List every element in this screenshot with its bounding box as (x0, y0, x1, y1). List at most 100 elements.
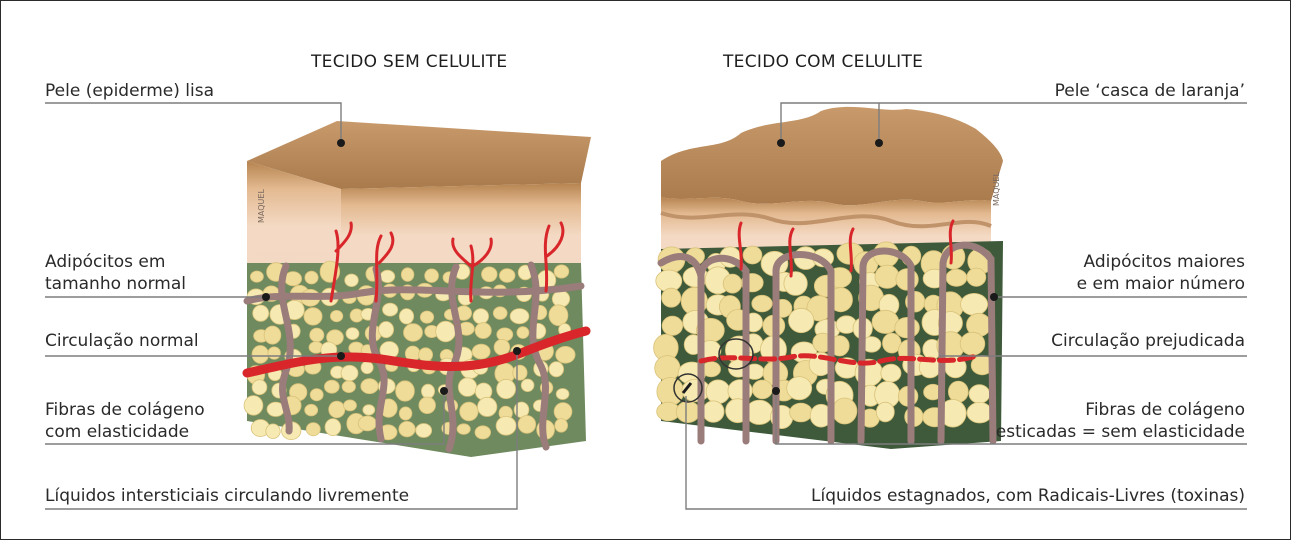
adipocyte-cell (969, 385, 990, 404)
adipocyte-cell (946, 269, 967, 286)
adipocyte-cell (875, 265, 899, 288)
adipocyte-cell (346, 328, 359, 340)
adipocyte-cell (790, 403, 813, 422)
adipocyte-cell (746, 400, 773, 424)
adipocyte-cell (416, 424, 432, 438)
adipocyte-cell (252, 346, 269, 364)
adipocyte-cell (264, 326, 281, 344)
adipocyte-cell (494, 339, 510, 355)
adipocyte-cell (457, 424, 470, 435)
adipocyte-cell (380, 270, 395, 282)
adipocyte-cell (948, 381, 968, 402)
adipocyte-cell (458, 378, 476, 397)
adipocyte-cell (789, 308, 814, 332)
adipocyte-cell (549, 305, 568, 326)
label-liquidos-livres: Líquidos intersticiais circulando livrem… (45, 485, 409, 507)
label-circulacao-normal: Circulação normal (45, 330, 199, 352)
adipocyte-cell (266, 424, 280, 439)
adipocyte-cell (784, 272, 807, 296)
adipocyte-cell (752, 295, 772, 312)
adipocyte-cell (361, 361, 373, 373)
adipocyte-cell (342, 381, 355, 393)
adipocyte-cell (250, 271, 263, 282)
adipocyte-cell (421, 384, 434, 398)
adipocyte-cell (493, 307, 507, 320)
adipocyte-cell (510, 309, 529, 324)
adipocyte-cell (253, 305, 269, 321)
label-adipocitos-normal-line1: Adipócitos em (45, 251, 165, 273)
right-signature: MAQUEL (992, 172, 1001, 206)
label-fibras-esticadas-line2: esticadas = sem elasticidade (996, 421, 1245, 443)
adipocyte-cell (404, 324, 423, 342)
adipocyte-cell (655, 356, 680, 381)
adipocyte-cell (554, 265, 569, 278)
left-title: TECIDO SEM CELULITE (311, 51, 507, 73)
label-liquidos-estagnados: Líquidos estagnados, com Radicais-Livres… (811, 485, 1245, 507)
adipocyte-cell (475, 426, 491, 439)
adipocyte-cell (475, 323, 491, 339)
adipocyte-cell (706, 380, 730, 404)
adipocyte-cell (723, 274, 742, 293)
adipocyte-cell (702, 362, 721, 377)
adipocyte-cell (401, 268, 414, 282)
adipocyte-cell (305, 271, 318, 284)
adipocyte-cell (396, 381, 415, 401)
adipocyte-cell (361, 379, 378, 394)
adipocyte-cell (310, 389, 323, 401)
adipocyte-cell (268, 347, 281, 359)
adipocyte-cell (305, 404, 318, 416)
adipocyte-cell (896, 269, 918, 291)
adipocyte-cell (517, 327, 529, 339)
adipocyte-cell (876, 402, 894, 422)
adipocyte-cell (482, 267, 498, 282)
adipocyte-cell (341, 365, 358, 381)
adipocyte-cell (310, 328, 324, 342)
adipocyte-cell (961, 293, 988, 315)
adipocyte-cell (497, 328, 513, 341)
adipocyte-cell (325, 419, 341, 436)
label-pele-lisa: Pele (epiderme) lisa (45, 80, 214, 102)
adipocyte-cell (556, 389, 569, 400)
adipocyte-cell (460, 402, 478, 421)
adipocyte-cell (787, 377, 812, 400)
adipocyte-cell (379, 322, 394, 338)
adipocyte-cell (554, 403, 572, 421)
adipocyte-cell (895, 317, 920, 338)
label-pele-casca-laranja: Pele ‘casca de laranja’ (1055, 80, 1245, 102)
adipocyte-cell (662, 316, 683, 335)
adipocyte-cell (555, 419, 568, 433)
adipocyte-cell (743, 246, 762, 264)
adipocyte-cell (881, 364, 901, 382)
label-adipocitos-maiores-line2: e em maior número (1077, 273, 1245, 295)
adipocyte-cell (472, 344, 490, 359)
adipocyte-cell (344, 400, 357, 411)
label-circulacao-prejudicada: Circulação prejudicada (1051, 330, 1245, 352)
adipocyte-cell (473, 309, 489, 324)
label-adipocitos-maiores-line1: Adipócitos maiores (1084, 251, 1245, 273)
adipocyte-cell (244, 396, 263, 416)
adipocyte-cell (399, 421, 415, 436)
adipocyte-cell (425, 269, 439, 283)
adipocyte-cell (419, 397, 436, 414)
adipocyte-cell (556, 346, 575, 363)
adipocyte-cell (358, 416, 376, 431)
adipocyte-cell (345, 274, 359, 287)
adipocyte-cell (420, 311, 433, 323)
adipocyte-cell (383, 303, 398, 316)
adipocyte-cell (252, 380, 267, 395)
left-signature: MAQUEL (257, 189, 266, 223)
adipocyte-cell (363, 405, 375, 415)
adipocyte-cell (967, 402, 992, 423)
adipocyte-cell (436, 321, 456, 342)
left-tissue-cube (244, 121, 591, 457)
right-skin-top-face (661, 107, 1003, 205)
adipocyte-cell (399, 407, 412, 420)
adipocyte-cell (497, 379, 516, 398)
adipocyte-cell (752, 380, 772, 399)
label-fibras-elasticidade-line2: com elasticidade (45, 421, 189, 443)
adipocyte-cell (518, 416, 536, 434)
label-fibras-esticadas-line1: Fibras de colágeno (1085, 399, 1245, 421)
adipocyte-cell (304, 308, 322, 325)
label-adipocitos-normal-line2: tamanho normal (45, 273, 186, 295)
